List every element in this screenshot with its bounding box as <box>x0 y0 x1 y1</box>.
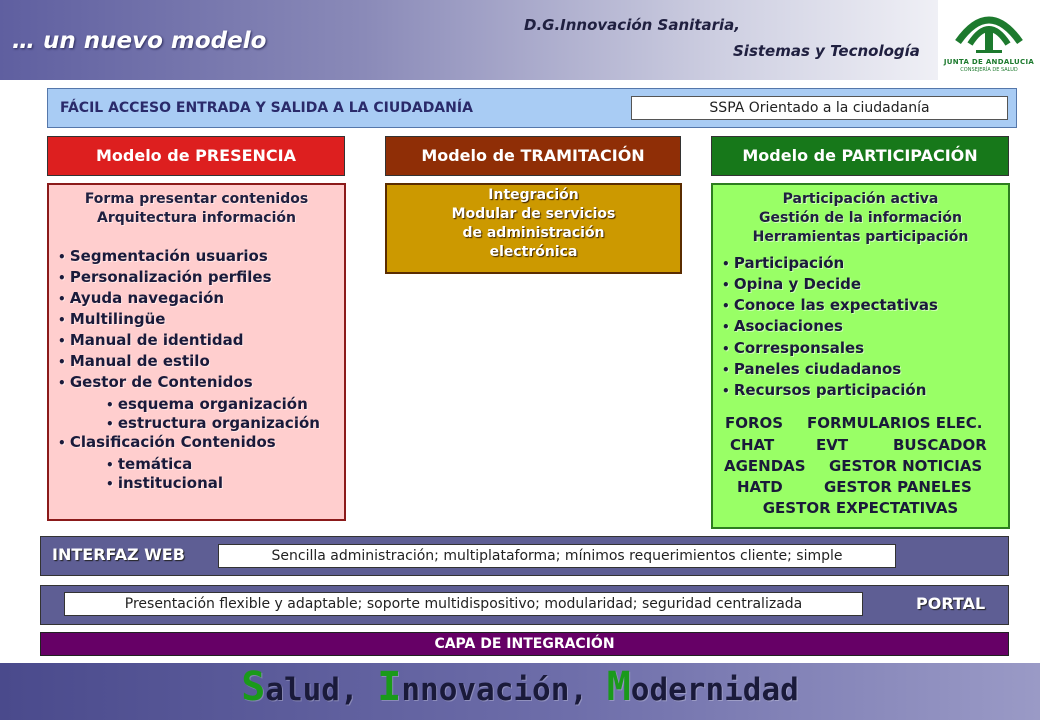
org-line-2: Sistemas y Tecnología <box>733 42 920 60</box>
list-subitem: • estructura organización <box>106 414 320 432</box>
sspa-box: SSPA Orientado a la ciudadanía <box>631 96 1008 120</box>
tool-gestor-expectativas: GESTOR EXPECTATIVAS <box>762 499 959 517</box>
logo-emblem-icon <box>955 16 1023 53</box>
list-subitem: • institucional <box>106 474 224 492</box>
presencia-header: Modelo de PRESENCIA <box>47 136 345 176</box>
list-item: • Gestor de Contenidos <box>58 373 253 391</box>
tramitacion-text: Integración Modular de servicios de admi… <box>387 186 680 262</box>
list-item: • Corresponsales <box>722 339 865 357</box>
tool-buscador: BUSCADOR <box>893 436 987 454</box>
participacion-heading-3: Herramientas participación <box>752 229 969 245</box>
participacion-header: Modelo de PARTICIPACIÓN <box>711 136 1009 176</box>
tool-hatd: HATD <box>737 478 783 496</box>
list-item: • Paneles ciudadanos <box>722 360 902 378</box>
slogan-modernidad: odernidad <box>630 672 799 708</box>
list-item: • Manual de estilo <box>58 352 210 370</box>
list-subitem: • temática <box>106 455 193 473</box>
presencia-heading-1: Forma presentar contenidos <box>84 191 309 207</box>
list-item: • Personalización perfiles <box>58 268 272 286</box>
tool-foros: FOROS <box>725 414 784 432</box>
slogan-i: I <box>377 664 402 710</box>
list-item: • Opina y Decide <box>722 275 862 293</box>
tool-agendas: AGENDAS <box>724 457 806 475</box>
presencia-panel <box>47 183 346 521</box>
org-line-1: D.G.Innovación Sanitaria, <box>524 16 740 34</box>
tramitacion-header: Modelo de TRAMITACIÓN <box>385 136 681 176</box>
slogan-m: M <box>606 664 631 710</box>
portal-label: PORTAL <box>916 594 986 613</box>
tramitacion-panel <box>385 183 682 274</box>
access-label: FÁCIL ACCESO ENTRADA Y SALIDA A LA CIUDA… <box>60 100 473 116</box>
tool-gestor-paneles: GESTOR PANELES <box>824 478 972 496</box>
tramitacion-line: Modular de servicios <box>451 206 616 222</box>
list-item: • Conoce las expectativas <box>722 296 938 314</box>
interfaz-web-label: INTERFAZ WEB <box>52 545 185 564</box>
tool-chat: CHAT <box>730 436 775 454</box>
interfaz-web-description: Sencilla administración; multiplataforma… <box>218 544 896 568</box>
list-item: • Manual de identidad <box>58 331 244 349</box>
logo-text: JUNTA DE ANDALUCIA <box>943 58 1035 66</box>
list-item: • Recursos participación <box>722 381 927 399</box>
tramitacion-line: Integración <box>488 187 579 203</box>
tool-evt: EVT <box>816 436 849 454</box>
participacion-panel <box>711 183 1010 529</box>
slogan-s: S <box>241 664 266 710</box>
header-banner <box>0 0 1040 80</box>
list-item: • Asociaciones <box>722 317 843 335</box>
slogan: Salud, Innovación, Modernidad <box>0 664 1040 710</box>
slogan-innovacion: nnovación, <box>401 672 589 708</box>
integration-layer-bar: CAPA DE INTEGRACIÓN <box>40 632 1009 656</box>
tramitacion-line: electrónica <box>489 244 578 260</box>
tool-gestor-noticias: GESTOR NOTICIAS <box>829 457 983 475</box>
list-item: • Segmentación usuarios <box>58 247 268 265</box>
participacion-heading-1: Participación activa <box>782 191 939 207</box>
list-item: • Participación <box>722 254 845 272</box>
portal-description: Presentación flexible y adaptable; sopor… <box>64 592 863 616</box>
tagline: … un nuevo modelo <box>12 28 267 54</box>
slogan-salud: alud, <box>265 672 359 708</box>
list-item: • Clasificación Contenidos <box>58 433 276 451</box>
list-item: • Multilingüe <box>58 310 166 328</box>
list-item: • Ayuda navegación <box>58 289 225 307</box>
logo-subtext: CONSEJERÍA DE SALUD <box>960 67 1018 73</box>
tool-formularios: FORMULARIOS ELEC. <box>807 414 983 432</box>
tramitacion-line: de administración <box>462 225 605 241</box>
footer-banner <box>0 663 1040 720</box>
participacion-heading-2: Gestión de la información <box>759 210 962 226</box>
junta-logo <box>938 0 1040 80</box>
list-subitem: • esquema organización <box>106 395 308 413</box>
presencia-heading-2: Arquitectura información <box>97 210 296 226</box>
